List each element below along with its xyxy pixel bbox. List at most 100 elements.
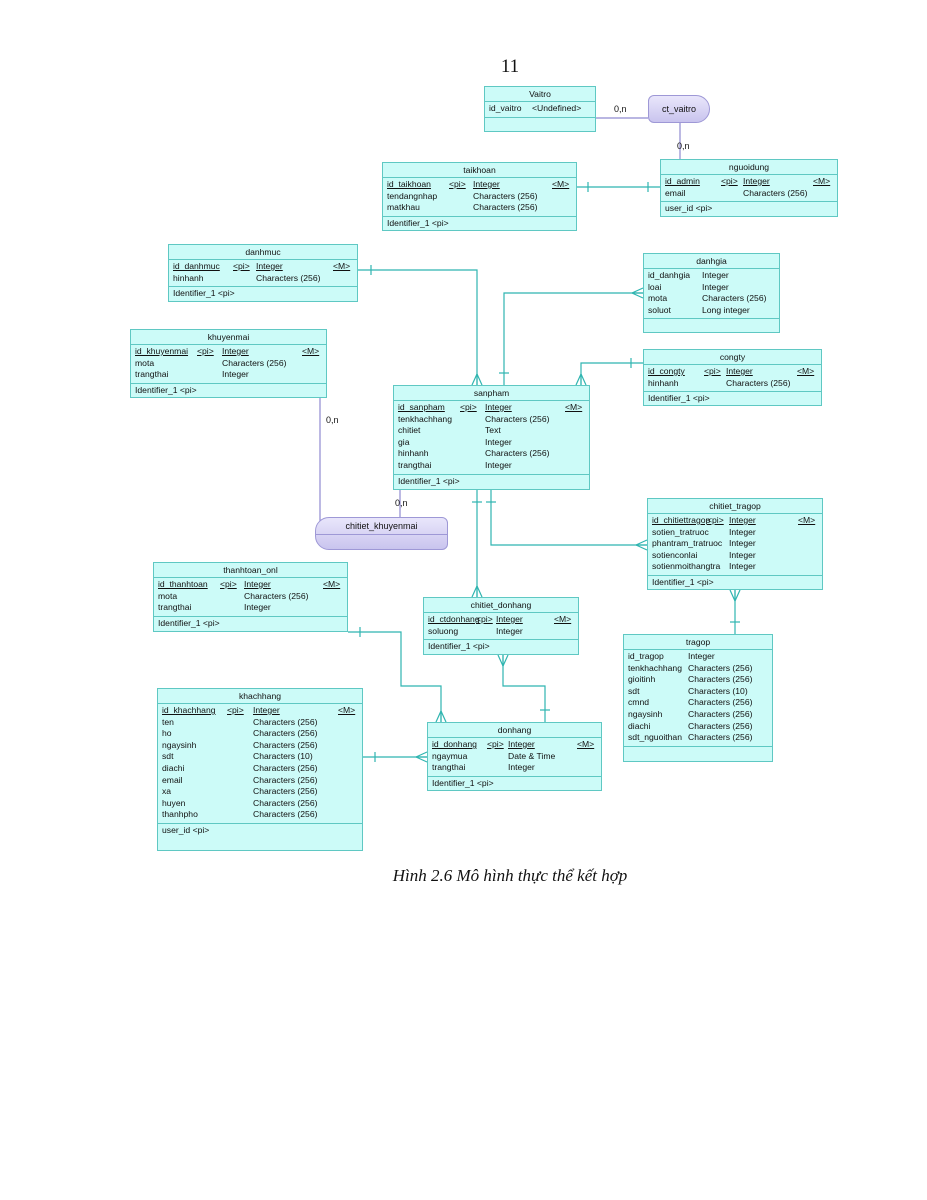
- attribute-type: Characters (256): [253, 774, 318, 785]
- attribute-name: matkhau: [387, 202, 420, 213]
- entity-name: Vaitro: [485, 87, 595, 102]
- relationship-ct-vaitro[interactable]: ct_vaitro: [648, 95, 710, 123]
- attribute-name: phantram_tratruoc: [652, 538, 723, 549]
- attribute-type: Characters (256): [726, 377, 791, 388]
- attribute-name: sotienmoithangtra: [652, 561, 721, 572]
- attribute-name: loai: [648, 281, 662, 292]
- identifier: user_id <pi>: [665, 203, 713, 214]
- relationship-chitiet-khuyenmai[interactable]: chitiet_khuyenmai: [315, 517, 448, 550]
- attribute-name: id_sanpham: [398, 402, 445, 412]
- attribute-type: Integer: [702, 270, 729, 280]
- crow-foot-marker: [471, 373, 483, 386]
- entity-name: sanpham: [394, 386, 589, 401]
- attribute-row: id_khuyenmai<pi>Integer<M>: [131, 346, 326, 358]
- attribute-row: id_taikhoan<pi>Integer<M>: [383, 179, 576, 191]
- primary-id-marker: <pi>: [707, 515, 724, 525]
- attribute-type: Integer: [244, 579, 271, 589]
- attribute-type: Integer: [702, 281, 729, 292]
- attribute-type: Integer: [729, 515, 756, 525]
- attribute-type: Characters (256): [473, 202, 538, 213]
- attribute-type: Characters (256): [253, 762, 318, 773]
- link-sanpham-chitiet-tragop: [490, 490, 647, 546]
- attribute-row: loai Integer: [644, 282, 779, 294]
- attribute-type: Integer: [473, 179, 500, 189]
- attribute-name: sotienconlai: [652, 549, 698, 560]
- attribute-type: Characters (256): [743, 187, 808, 198]
- attribute-type: Characters (256): [485, 448, 550, 459]
- attribute-name: tenkhachhang: [398, 413, 452, 424]
- attribute-name: id_admin: [665, 176, 700, 186]
- identifier: user_id <pi>: [162, 824, 210, 835]
- entity-name: khuyenmai: [131, 330, 326, 345]
- attribute-name: ngaysinh: [162, 739, 197, 750]
- attribute-type: Integer: [485, 402, 512, 412]
- primary-id-marker: <pi>: [220, 579, 237, 589]
- identifier-list: Identifier_1 <pi>: [428, 777, 601, 792]
- attribute-type: Integer: [496, 625, 523, 636]
- attribute-row: id_admin<pi>Integer<M>: [661, 176, 837, 188]
- attribute-name: id_danhmuc: [173, 261, 220, 271]
- entity-name: khachhang: [158, 689, 362, 704]
- attribute-type: Characters (256): [688, 708, 753, 719]
- attribute-type: Integer: [496, 614, 523, 624]
- attribute-type: Text: [485, 425, 501, 436]
- entity-name: nguoidung: [661, 160, 837, 175]
- attribute-name: mota: [648, 293, 668, 304]
- attribute-name: trangthai: [135, 369, 169, 380]
- attribute-row: phantram_tratruoc Integer: [648, 538, 822, 550]
- attribute-name: sdt: [628, 685, 640, 696]
- attribute-row: ngaysinh Characters (256): [624, 709, 772, 721]
- identifier: Identifier_1 <pi>: [158, 617, 220, 628]
- identifier-list: Identifier_1 <pi>: [383, 217, 576, 232]
- attribute-type: Integer: [729, 526, 756, 537]
- attribute-type: Characters (10): [253, 751, 313, 762]
- relationship-label: chitiet_khuyenmai: [316, 518, 447, 535]
- identifier: Identifier_1 <pi>: [428, 641, 490, 652]
- attribute-name: huyen: [162, 797, 186, 808]
- mandatory-marker: <M>: [338, 705, 356, 715]
- cardinality-khuyenmai: 0,n: [326, 415, 339, 425]
- link-danhmuc-sanpham: [358, 269, 478, 385]
- attribute-name: ngaysinh: [628, 708, 663, 719]
- attribute-name: id_taikhoan: [387, 179, 431, 189]
- entity-name: chitiet_tragop: [648, 499, 822, 514]
- attribute-type: Integer: [726, 366, 753, 376]
- crow-foot-marker: [497, 654, 509, 667]
- attribute-name: soluot: [648, 304, 671, 315]
- attribute-type: Integer: [729, 538, 756, 549]
- attribute-list: id_chitiettragop<pi>Integer<M>sotien_tra…: [648, 514, 822, 576]
- attribute-type: Integer: [688, 651, 715, 661]
- attribute-type: Characters (256): [688, 662, 753, 673]
- attribute-name: mota: [158, 590, 178, 601]
- attribute-name: xa: [162, 786, 172, 797]
- attribute-name: gia: [398, 436, 410, 447]
- identifier-list: user_id <pi>: [661, 202, 837, 217]
- mandatory-marker: <M>: [554, 614, 572, 624]
